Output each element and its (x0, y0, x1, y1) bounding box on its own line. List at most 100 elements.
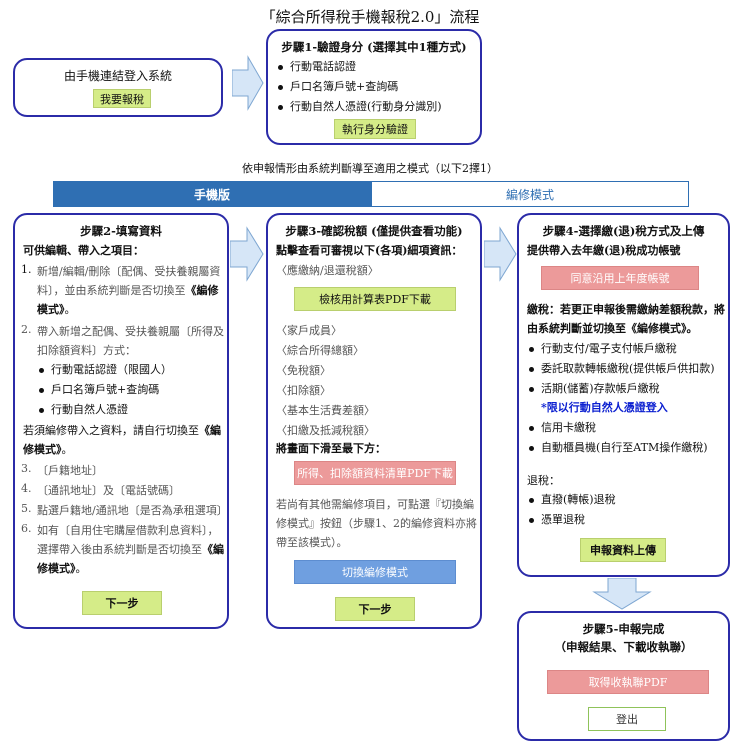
pay-method: 委託取款轉帳繳稅(提供帳戶供扣款) (541, 362, 715, 375)
step3-line: 〈家戶成員〉 (276, 324, 342, 337)
step2-item3: 〔戶籍地址〕 (37, 464, 103, 477)
step5-box: 步驟5-申報完成 （申報結果、下載收執聯） 取得收執聯PDF 登出 (517, 611, 730, 741)
pay-method: 行動支付/電子支付帳戶繳稅 (541, 342, 677, 355)
step3-line: 〈免稅額〉 (276, 364, 331, 377)
edit-mode-link: 《編 (202, 543, 224, 556)
bullet-icon (529, 498, 534, 503)
step1-item: 行動自然人憑證(行動身分識別) (290, 100, 442, 113)
step2-item2: 帶入新增之配偶、受扶養親屬〔所得及 (37, 325, 224, 338)
step2-note: 若須編修帶入之資料，請自行切換至《編 (23, 422, 221, 438)
arrow-down-icon (592, 578, 652, 610)
step2-subheading: 可供編輯、帶入之項目： (23, 244, 144, 257)
step4-subheading: 提供帶入去年繳(退)稅成功帳號 (527, 244, 681, 257)
item-number: 1. (21, 263, 32, 276)
upload-return-button[interactable]: 申報資料上傳 (580, 538, 666, 562)
pay-method: 自動櫃員機(自行至ATM操作繳稅) (541, 441, 708, 454)
bullet-icon (529, 367, 534, 372)
next-button[interactable]: 下一步 (335, 597, 415, 621)
refund-label: 退稅： (527, 474, 560, 487)
item-number: 6. (21, 522, 32, 535)
pay-note: 繳稅：若更正申報後需繳納差額稅款，將 (527, 303, 725, 316)
step2-item4: 〔通訊地址〕及〔電話號碼〕 (37, 484, 180, 497)
step3-line: 〈基本生活費差額〉 (276, 404, 375, 417)
step2-subitem: 行動電話認證（限國人） (51, 363, 172, 376)
file-tax-button[interactable]: 我要報稅 (93, 89, 151, 108)
edit-mode-link: 《編修 (185, 284, 219, 297)
step1-heading: 步驟1-驗證身分 (選擇其中1種方式) (281, 40, 467, 54)
bullet-icon (278, 85, 283, 90)
arrow-right-icon (484, 226, 517, 282)
bullet-icon (278, 65, 283, 70)
step5-subheading: （申報結果、下載收執聯） (554, 640, 693, 654)
edit-mode-link: 模式》 (37, 303, 65, 316)
pay-method: 信用卡繳稅 (541, 421, 596, 434)
bullet-icon (529, 518, 534, 523)
page-title: 「綜合所得稅手機報稅2.0」流程 (260, 8, 480, 26)
item-number: 4. (21, 482, 32, 495)
step2-item5: 點選戶籍地/通訊地〔是否為承租選項〕 (37, 504, 228, 517)
agree-previous-account-button[interactable]: 同意沿用上年度帳號 (541, 266, 699, 290)
bullet-icon (39, 408, 44, 413)
pay-method: 活期(儲蓄)存款帳戶繳稅 (541, 382, 660, 395)
step3-line: 〈綜合所得總額〉 (276, 344, 364, 357)
step3-box: 步驟3-確認稅額 (僅提供查看功能) 點擊查看可審視以下(各項)細項資訊： 〈應… (266, 213, 482, 629)
text-part: 。 (75, 562, 87, 575)
step5-heading: 步驟5-申報完成 (582, 622, 665, 636)
step1-item: 行動電話認證 (290, 60, 356, 73)
arrow-right-icon (232, 55, 264, 111)
text-part: 。 (61, 443, 73, 456)
edit-mode-link: 修模式》 (37, 562, 76, 575)
text-part: 選擇帶入後由系統判斷是否切換至 (37, 543, 202, 556)
login-box: 由手機連結登入系統 我要報稅 (13, 58, 223, 117)
mode-tabs: 手機版 編修模式 (53, 181, 689, 207)
step2-subitem: 行動自然人憑證 (51, 403, 128, 416)
step2-item1: 料〕，並由系統判斷是否切換至《編修 (37, 282, 219, 298)
step2-item1: 新增/編輯/刪除〔配偶、受扶養親屬資 (37, 265, 221, 278)
item-number: 2. (21, 323, 32, 336)
step4-heading: 步驟4-選擇繳(退)稅方式及上傳 (542, 224, 705, 238)
edit-note: 帶至該模式）。 (276, 536, 348, 549)
edit-note: 修模式』按鈕（步驟1、2的編修資料亦將 (276, 517, 477, 530)
step3-line: 〈應繳納/退還稅額〉 (276, 264, 379, 277)
switch-edit-mode-button[interactable]: 切換編修模式 (294, 560, 456, 584)
bullet-icon (529, 347, 534, 352)
step3-subheading: 點擊查看可審視以下(各項)細項資訊： (276, 244, 463, 257)
check-sheet-pdf-button[interactable]: 檢核用計算表PDF下載 (294, 287, 456, 311)
mode-note: 依申報情形由系統判斷導至適用之模式（以下2擇1） (242, 162, 498, 175)
step1-item: 戶口名簿戶號+查詢碼 (290, 80, 399, 93)
step4-box: 步驟4-選擇繳(退)稅方式及上傳 提供帶入去年繳(退)稅成功帳號 同意沿用上年度… (517, 213, 730, 577)
arrow-right-icon (230, 226, 264, 282)
bullet-icon (278, 105, 283, 110)
deduction-list-pdf-button[interactable]: 所得、扣除額資料清單PDF下載 (294, 461, 456, 485)
bullet-icon (39, 368, 44, 373)
tab-edit-mode[interactable]: 編修模式 (371, 181, 689, 207)
refund-method: 直撥(轉帳)退稅 (541, 493, 616, 506)
step2-box: 步驟2-填寫資料 可供編輯、帶入之項目： 1. 新增/編輯/刪除〔配偶、受扶養親… (13, 213, 229, 629)
bullet-icon (529, 426, 534, 431)
edit-mode-link: 修模式》 (23, 443, 62, 456)
item-number: 3. (21, 462, 32, 475)
pay-restriction-note: *限以行動自然人憑證登入 (541, 401, 668, 414)
edit-mode-link: 《編 (199, 424, 221, 437)
step2-item2: 扣除額資料〕方式： (37, 344, 136, 357)
logout-button[interactable]: 登出 (588, 707, 666, 731)
bullet-icon (529, 446, 534, 451)
step2-item6: 選擇帶入後由系統判斷是否切換至《編 (37, 541, 224, 557)
pay-note: 由系統判斷並切換至《編修模式》。 (527, 322, 698, 335)
item-number: 5. (21, 502, 32, 515)
next-button[interactable]: 下一步 (82, 591, 162, 615)
get-receipt-pdf-button[interactable]: 取得收執聯PDF (547, 670, 709, 694)
step3-line: 〈扣除額〉 (276, 384, 331, 397)
step3-line: 〈扣繳及抵減稅額〉 (276, 424, 375, 437)
step2-heading: 步驟2-填寫資料 (80, 224, 162, 238)
bullet-icon (39, 388, 44, 393)
step2-subitem: 戶口名簿戶號+查詢碼 (51, 383, 160, 396)
verify-identity-button[interactable]: 執行身分驗證 (334, 119, 416, 139)
text-part: 。 (64, 303, 76, 316)
tab-mobile[interactable]: 手機版 (53, 181, 371, 207)
refund-method: 憑單退稅 (541, 513, 585, 526)
text-part: 若須編修帶入之資料，請自行切換至 (23, 424, 199, 437)
step2-item6: 如有〔自用住宅購屋借款利息資料〕， (37, 524, 219, 537)
step1-box: 步驟1-驗證身分 (選擇其中1種方式) 行動電話認證 戶口名簿戶號+查詢碼 行動… (266, 29, 482, 145)
scroll-note: 將畫面下滑至最下方： (276, 442, 386, 455)
